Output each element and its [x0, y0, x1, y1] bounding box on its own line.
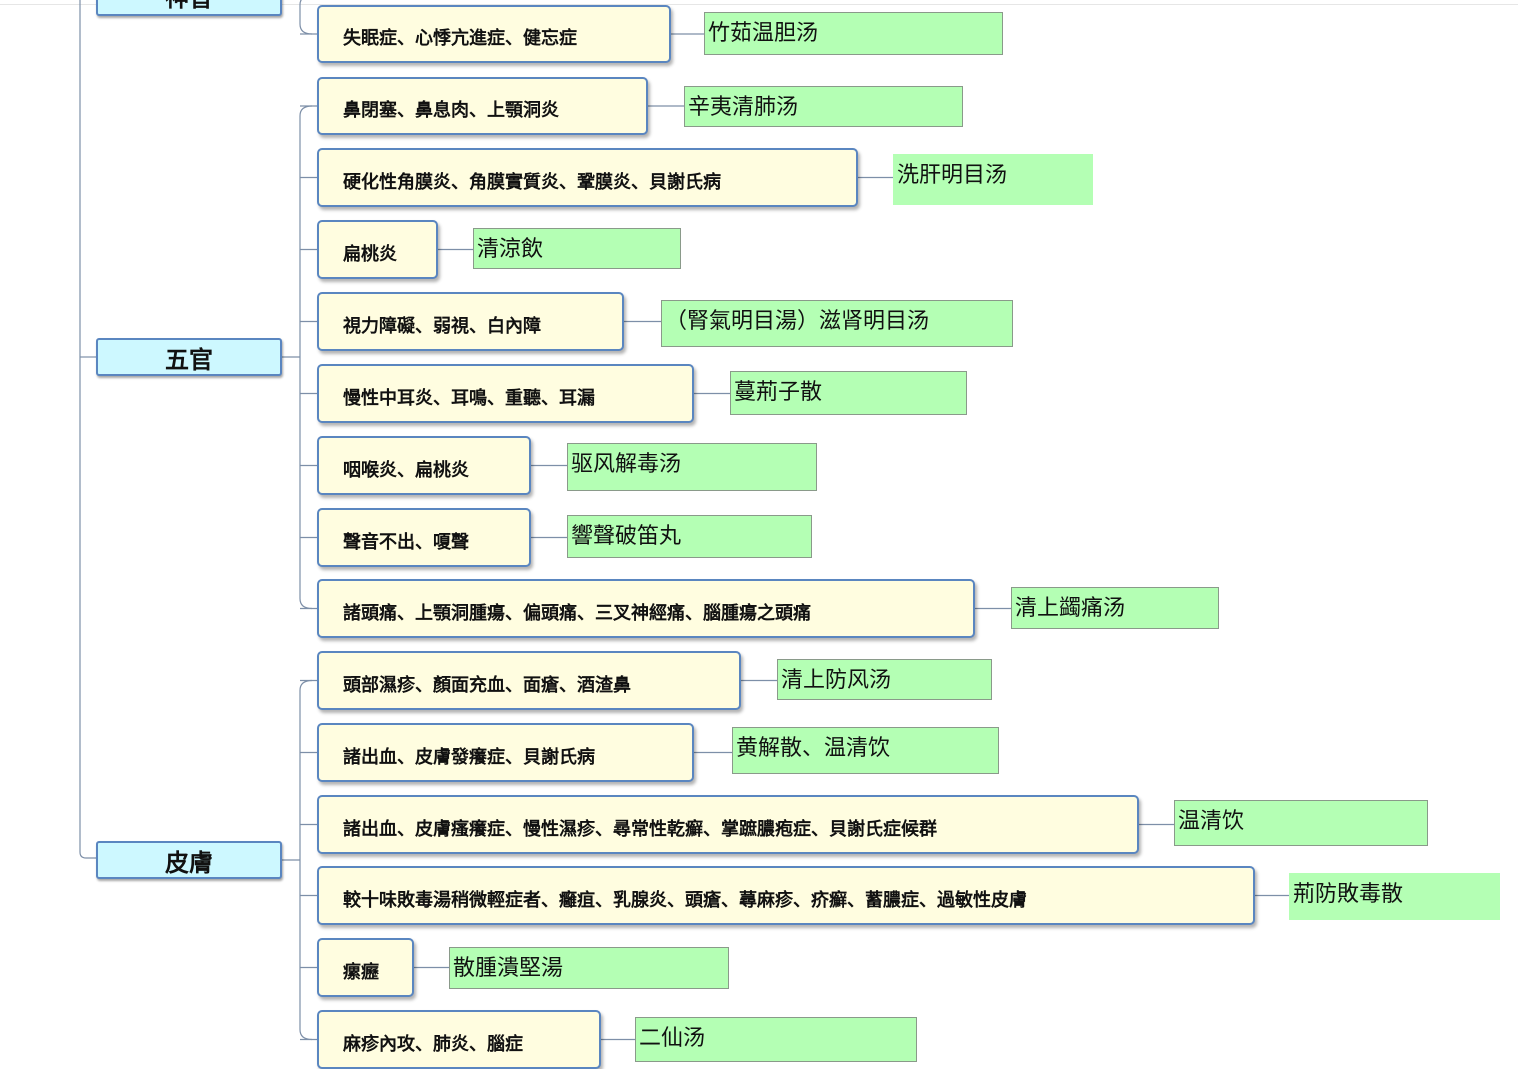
- formula-node[interactable]: 洗肝明目汤: [893, 154, 1093, 205]
- symptom-node[interactable]: 扁桃炎: [317, 220, 438, 279]
- symptom-node[interactable]: 諸出血、皮膚發癢症、貝謝氏病: [317, 723, 694, 782]
- symptom-node[interactable]: 硬化性角膜炎、角膜實質炎、鞏膜炎、貝謝氏病: [317, 148, 858, 207]
- formula-node[interactable]: 清上蠲痛汤: [1011, 587, 1219, 629]
- bracket-r1: [299, 105, 313, 610]
- symptom-node[interactable]: 視力障礙、弱視、白內障: [317, 292, 624, 351]
- symptom-node[interactable]: 失眠症、心悸亢進症、健忘症: [317, 5, 671, 63]
- category-node-r0[interactable]: 神智: [96, 0, 282, 16]
- formula-node[interactable]: 驱风解毒汤: [567, 443, 817, 491]
- symptom-node[interactable]: 頭部濕疹、顏面充血、面瘡、酒渣鼻: [317, 651, 741, 710]
- formula-node[interactable]: 散腫潰堅湯: [449, 947, 729, 989]
- formula-node[interactable]: 黄解散、温清饮: [732, 727, 999, 774]
- bracket-r2: [299, 679, 313, 1041]
- formula-node[interactable]: 清上防风汤: [777, 659, 992, 700]
- formula-node[interactable]: 辛夷清肺汤: [684, 86, 963, 127]
- formula-node[interactable]: （腎氣明目湯）滋肾明目汤: [661, 300, 1013, 347]
- category-node-r1[interactable]: 五官: [96, 338, 282, 376]
- formula-node[interactable]: 二仙汤: [635, 1017, 917, 1062]
- trunk-line-skin: [79, 640, 96, 859]
- symptom-node[interactable]: 鼻閉塞、鼻息肉、上顎洞炎: [317, 77, 648, 135]
- symptom-node[interactable]: 咽喉炎、扁桃炎: [317, 436, 531, 495]
- symptom-node[interactable]: 麻疹內攻、肺炎、腦症: [317, 1010, 601, 1069]
- symptom-node[interactable]: 較十味敗毒湯稍微輕症者、癰疽、乳腺炎、頭瘡、蕁麻疹、疥癬、蓄膿症、過敏性皮膚: [317, 866, 1255, 925]
- formula-node[interactable]: 竹茹温胆汤: [704, 12, 1003, 55]
- symptom-node[interactable]: 諸出血、皮膚瘙癢症、慢性濕疹、尋常性乾癬、掌蹠膿疱症、貝謝氏症候群: [317, 795, 1139, 854]
- bracket-r0: [299, 0, 313, 35]
- symptom-node[interactable]: 瘰癧: [317, 938, 414, 997]
- formula-node[interactable]: 荊防敗毒散: [1289, 873, 1500, 920]
- top-divider: [0, 0, 1518, 5]
- symptom-node[interactable]: 聲音不出、嗄聲: [317, 508, 531, 567]
- symptom-node[interactable]: 諸頭痛、上顎洞腫瘍、偏頭痛、三叉神經痛、腦腫瘍之頭痛: [317, 579, 975, 638]
- category-node-r2[interactable]: 皮膚: [96, 841, 282, 879]
- formula-node[interactable]: 蔓荊子散: [730, 371, 967, 415]
- formula-node[interactable]: 温清饮: [1174, 800, 1428, 846]
- formula-node[interactable]: 清涼飲: [473, 228, 681, 269]
- symptom-node[interactable]: 慢性中耳炎、耳鳴、重聽、耳漏: [317, 364, 694, 423]
- formula-node[interactable]: 響聲破笛丸: [567, 515, 812, 558]
